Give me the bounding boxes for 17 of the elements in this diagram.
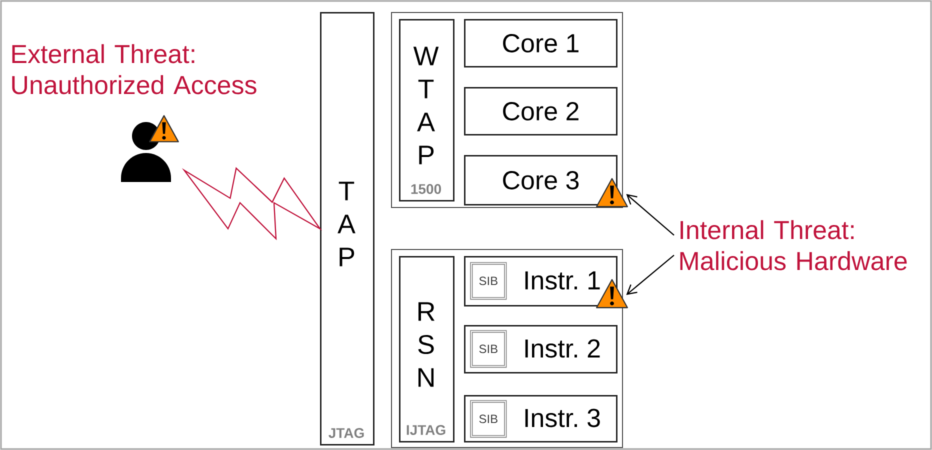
sib-box: SIB	[470, 262, 507, 300]
warning-icon	[596, 178, 628, 208]
sib-box: SIB	[470, 400, 507, 438]
controller-box: R S N IJTAG	[399, 256, 454, 442]
arrow	[626, 254, 674, 295]
group-box	[391, 12, 623, 208]
arrow	[626, 194, 674, 236]
controller-box: W T A P 1500	[399, 19, 454, 202]
controller-box: T A P JTAG	[320, 12, 374, 446]
core-box: Core 3	[464, 155, 618, 206]
threat-label: Internal Threat: Malicious Hardware	[680, 220, 907, 270]
person-icon	[121, 115, 179, 182]
core-box: Core 1	[464, 19, 618, 68]
sib-box: SIB	[470, 330, 507, 368]
threat-label: External Threat: Unauthorized Access	[12, 44, 256, 94]
group-box	[391, 249, 623, 448]
core-box: Core 2	[464, 87, 618, 136]
